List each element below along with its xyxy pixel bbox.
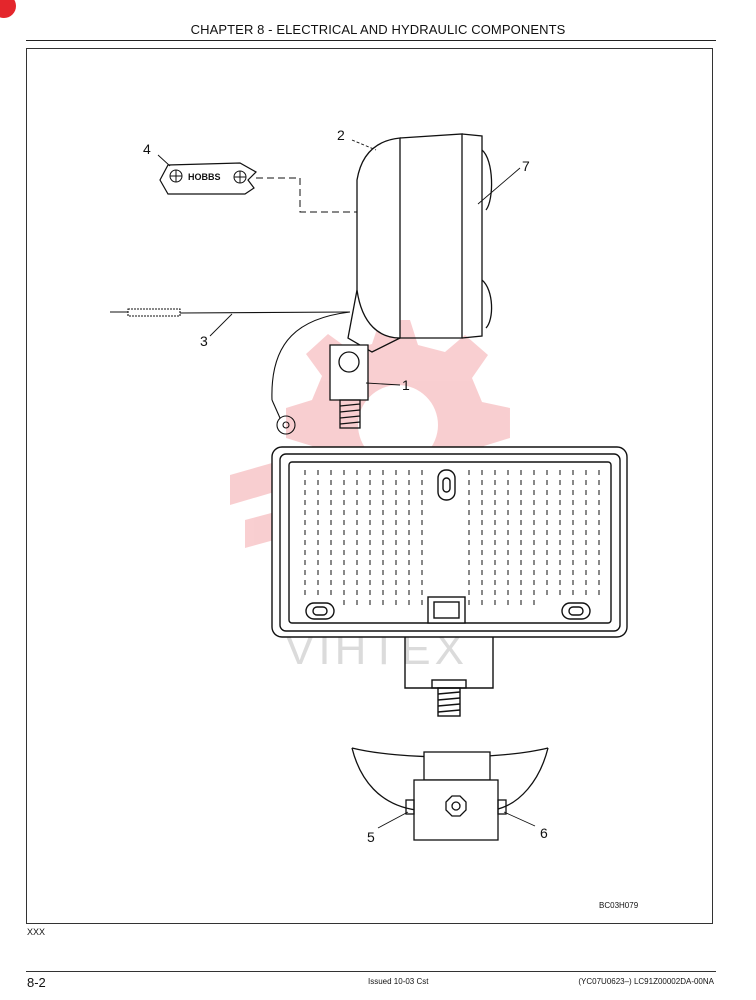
callout-6: 6	[540, 825, 548, 841]
hobbs-decal: HOBBS	[159, 162, 257, 195]
corner-mark	[0, 0, 16, 18]
callout-7: 7	[522, 158, 530, 174]
figure-id: BC03H079	[599, 901, 639, 910]
callout-4: 4	[143, 141, 151, 157]
wire-harness	[110, 308, 351, 435]
page-header: CHAPTER 8 - ELECTRICAL AND HYDRAULIC COM…	[190, 22, 566, 37]
document-reference: (YC07U0623–) LC91Z00002DA-00NA	[578, 977, 714, 986]
lamp-side-view	[329, 133, 493, 429]
page-number: 8-2	[27, 975, 46, 990]
figure-frame	[26, 48, 713, 924]
issued-date: Issued 10-03 Cst	[368, 977, 429, 986]
hobbs-label: HOBBS	[188, 172, 221, 182]
footer-rule	[26, 971, 716, 972]
callout-5: 5	[367, 829, 375, 845]
switch-detail	[351, 747, 549, 841]
footer-code: XXX	[27, 927, 46, 937]
callout-1: 1	[402, 377, 410, 393]
callout-2: 2	[337, 127, 345, 143]
decal-leader	[256, 177, 357, 213]
leader-lines	[157, 139, 536, 829]
lamp-front-view	[271, 446, 628, 717]
header-rule	[26, 40, 716, 41]
callout-3: 3	[200, 333, 208, 349]
